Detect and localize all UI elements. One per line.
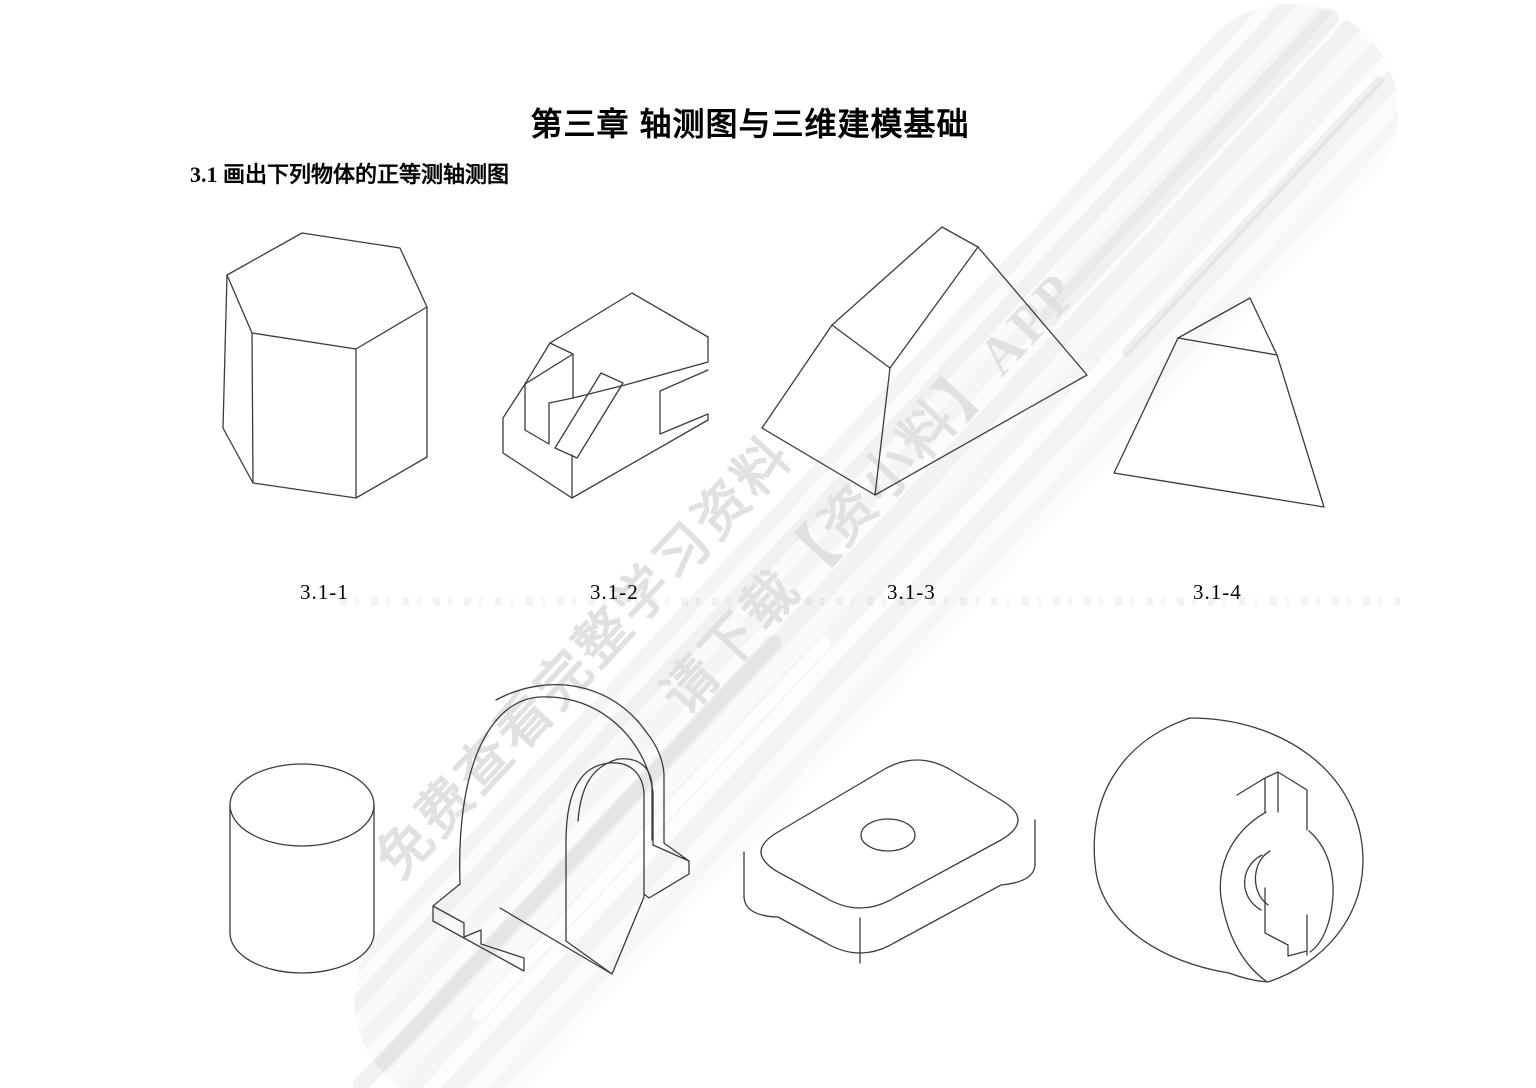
page-title: 第三章 轴测图与三维建模基础	[530, 106, 970, 142]
watermark-micro-text-row	[340, 597, 1400, 606]
figure-label-3: 3.1-3	[887, 580, 936, 604]
figure-label-4: 3.1-4	[1193, 580, 1242, 604]
figure-label-1: 3.1-1	[300, 580, 349, 604]
figure-cylinder	[229, 763, 375, 974]
figure-hexagonal-prism	[222, 232, 428, 499]
figure-notched-block	[502, 292, 709, 499]
exercise-heading: 3.1 画出下列物体的正等测轴测图	[190, 162, 510, 187]
figure-truncated-wedge	[761, 226, 1088, 496]
figure-arch-clamp	[432, 684, 690, 975]
figure-label-2: 3.1-2	[590, 580, 639, 604]
figure-triangular-pyramid	[1113, 297, 1325, 508]
figure-slotted-cylinder	[1093, 717, 1364, 983]
figure-rounded-plate-with-hole	[743, 759, 1036, 964]
